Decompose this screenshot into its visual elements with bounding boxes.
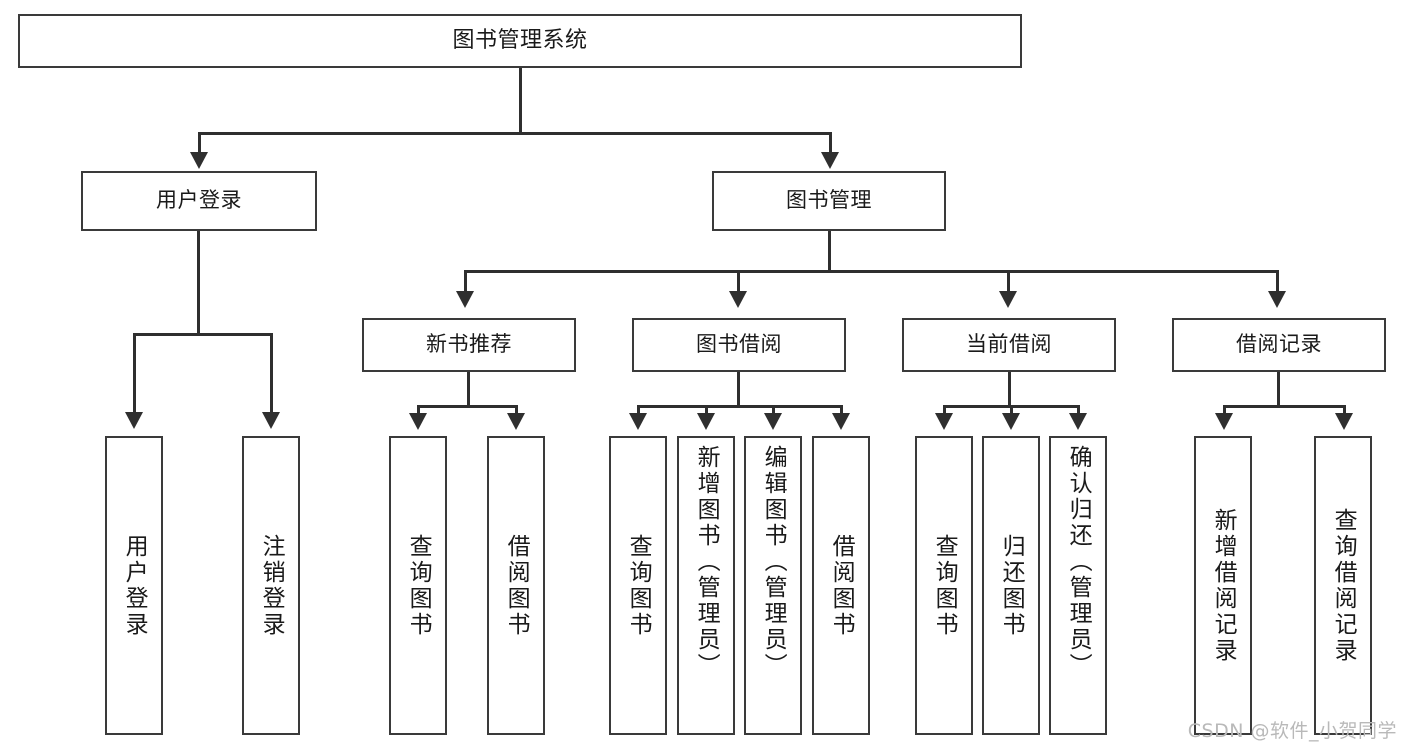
node-label: 新增图书（管理员）	[693, 445, 720, 679]
connector-root-to-user-login	[198, 132, 201, 156]
leaf-query-book-borrow[interactable]: 查询图书	[609, 436, 667, 735]
connector-current-borrow-stem	[1008, 372, 1011, 408]
node-user-login[interactable]: 用户登录	[81, 171, 317, 231]
arrow-book-borrow-to-leaf-2	[697, 413, 715, 430]
connector-bus-to-book-borrow	[737, 270, 740, 294]
arrow-borrow-record-to-leaf-2	[1335, 413, 1353, 430]
connector-borrow-record-to-leaf-2	[1343, 405, 1346, 417]
connector-borrow-record-bus	[1223, 405, 1346, 408]
arrow-bus-to-current-borrow	[999, 291, 1017, 308]
node-new-book-recommend[interactable]: 新书推荐	[362, 318, 576, 372]
connector-new-book-recommend-to-leaf-2	[515, 405, 518, 417]
node-label: 归还图书	[998, 533, 1025, 638]
node-label: 查询图书	[405, 533, 432, 638]
node-label: 用户登录	[121, 533, 148, 638]
connector-bus-to-borrow-record	[1276, 270, 1279, 294]
connector-bus-to-new-book-recommend	[464, 270, 467, 294]
arrow-book-borrow-to-leaf-4	[832, 413, 850, 430]
leaf-edit-book-admin[interactable]: 编辑图书（管理员）	[744, 436, 802, 735]
node-label: 注销登录	[258, 533, 285, 638]
connector-book-borrow-to-leaf-3	[772, 405, 775, 417]
connector-root-stem	[519, 68, 522, 134]
node-current-borrow[interactable]: 当前借阅	[902, 318, 1116, 372]
connector-book-management-stem	[828, 231, 831, 273]
connector-book-borrow-to-leaf-2	[705, 405, 708, 417]
leaf-user-login[interactable]: 用户登录	[105, 436, 163, 735]
leaf-borrow-book[interactable]: 借阅图书	[812, 436, 870, 735]
node-label: 新书推荐	[426, 332, 512, 357]
node-label: 编辑图书（管理员）	[760, 445, 787, 679]
connector-current-borrow-to-leaf-3	[1077, 405, 1080, 417]
node-root-book-management-system[interactable]: 图书管理系统	[18, 14, 1022, 68]
arrow-book-borrow-to-leaf-1	[629, 413, 647, 430]
connector-new-book-recommend-stem	[467, 372, 470, 408]
arrow-user-login-to-leaf-2	[262, 412, 280, 429]
node-label: 图书管理系统	[452, 27, 588, 53]
leaf-add-book-admin[interactable]: 新增图书（管理员）	[677, 436, 735, 735]
arrow-current-borrow-to-leaf-2	[1002, 413, 1020, 430]
arrow-bus-to-borrow-record	[1268, 291, 1286, 308]
leaf-query-book-recommend[interactable]: 查询图书	[389, 436, 447, 735]
arrow-bus-to-new-book-recommend	[456, 291, 474, 308]
arrow-current-borrow-to-leaf-3	[1069, 413, 1087, 430]
connector-user-login-to-leaf-1	[133, 333, 136, 415]
node-label: 当前借阅	[966, 332, 1052, 357]
node-book-borrow[interactable]: 图书借阅	[632, 318, 846, 372]
connector-user-login-bus	[133, 333, 272, 336]
node-label: 借阅图书	[828, 533, 855, 638]
arrow-current-borrow-to-leaf-1	[935, 413, 953, 430]
node-book-management[interactable]: 图书管理	[712, 171, 946, 231]
node-label: 查询图书	[625, 533, 652, 638]
connector-current-borrow-to-leaf-2	[1010, 405, 1013, 417]
arrow-user-login-to-leaf-1	[125, 412, 143, 429]
arrow-new-book-recommend-to-leaf-1	[409, 413, 427, 430]
csdn-watermark: CSDN @软件_小贺同学	[1187, 720, 1397, 742]
leaf-add-borrow-record[interactable]: 新增借阅记录	[1194, 436, 1252, 735]
connector-book-borrow-to-leaf-1	[637, 405, 640, 417]
connector-book-borrow-bus	[637, 405, 843, 408]
connector-user-login-stem	[197, 231, 200, 336]
arrow-root-to-user-login	[190, 152, 208, 169]
connector-user-login-to-leaf-2	[270, 333, 273, 415]
connector-book-borrow-to-leaf-4	[840, 405, 843, 417]
leaf-query-borrow-record[interactable]: 查询借阅记录	[1314, 436, 1372, 735]
connector-current-borrow-to-leaf-1	[943, 405, 946, 417]
leaf-borrow-book-recommend[interactable]: 借阅图书	[487, 436, 545, 735]
connector-root-to-book-management	[829, 132, 832, 156]
connector-new-book-recommend-to-leaf-1	[417, 405, 420, 417]
node-label: 借阅图书	[503, 533, 530, 638]
node-label: 用户登录	[156, 188, 242, 213]
arrow-root-to-book-management	[821, 152, 839, 169]
arrow-book-borrow-to-leaf-3	[764, 413, 782, 430]
arrow-bus-to-book-borrow	[729, 291, 747, 308]
connector-root-bus	[198, 132, 831, 135]
node-label: 图书管理	[786, 188, 872, 213]
leaf-confirm-return-admin[interactable]: 确认归还（管理员）	[1049, 436, 1107, 735]
node-label: 确认归还（管理员）	[1065, 445, 1092, 679]
connector-borrow-record-stem	[1277, 372, 1280, 408]
leaf-query-book-current[interactable]: 查询图书	[915, 436, 973, 735]
connector-bus-to-current-borrow	[1007, 270, 1010, 294]
connector-borrow-record-to-leaf-1	[1223, 405, 1226, 417]
node-borrow-record[interactable]: 借阅记录	[1172, 318, 1386, 372]
node-label: 借阅记录	[1236, 332, 1322, 357]
node-label: 图书借阅	[696, 332, 782, 357]
leaf-user-logout[interactable]: 注销登录	[242, 436, 300, 735]
connector-new-book-recommend-bus	[417, 405, 518, 408]
arrow-new-book-recommend-to-leaf-2	[507, 413, 525, 430]
connector-level2-bus	[464, 270, 1278, 273]
leaf-return-book[interactable]: 归还图书	[982, 436, 1040, 735]
node-label: 查询借阅记录	[1330, 507, 1357, 664]
connector-book-borrow-stem	[737, 372, 740, 408]
node-label: 查询图书	[931, 533, 958, 638]
node-label: 新增借阅记录	[1210, 507, 1237, 664]
arrow-borrow-record-to-leaf-1	[1215, 413, 1233, 430]
